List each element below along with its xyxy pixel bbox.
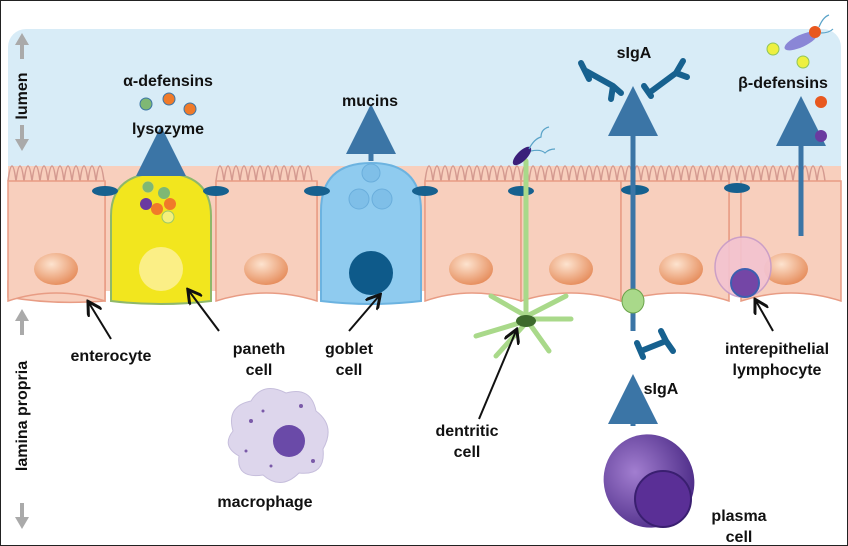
direction-arrows [15, 33, 29, 529]
paneth-cell [110, 171, 212, 305]
goblet-cell-label-1: goblet [325, 341, 374, 358]
dentritic-cell-label-1: dentritic [435, 423, 498, 440]
dentritic-cell-label-2: cell [454, 444, 481, 461]
tight-junctions [92, 183, 750, 196]
lymphocyte-label-1: interepithelial [725, 341, 829, 358]
plasma-cell-label-1: plasma [711, 508, 766, 525]
beta-defensins-label: β-defensins [738, 75, 828, 92]
macrophage [227, 388, 329, 483]
siga-top-label: sIgA [617, 45, 652, 62]
goblet-cell [320, 161, 422, 305]
lumen-region [8, 29, 841, 189]
siga-antibodies [578, 58, 690, 360]
lumen-label: lumen [14, 72, 31, 119]
lamina-propria-label: lamina propria [14, 361, 31, 471]
paneth-cell-label-2: cell [246, 362, 273, 379]
label-pointers [89, 291, 774, 420]
plasma-cell-label-2: cell [726, 529, 753, 545]
paneth-cell-label-1: paneth [233, 341, 285, 358]
enterocyte-label: enterocyte [71, 348, 152, 365]
macrophage-label: macrophage [217, 494, 312, 511]
lymphocyte-label-2: lymphocyte [733, 362, 822, 379]
mucins-label: mucins [342, 93, 398, 110]
alpha-defensins-label: α-defensins [123, 73, 213, 90]
plasma-cell [603, 434, 695, 528]
goblet-cell-label-2: cell [336, 362, 363, 379]
lysozyme-label: lysozyme [132, 121, 204, 138]
bacterium [512, 146, 532, 166]
siga-bottom-label: sIgA [644, 381, 679, 398]
